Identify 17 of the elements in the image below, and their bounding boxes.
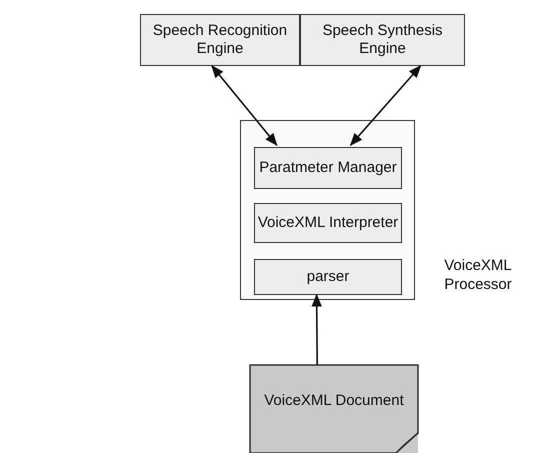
node-label: VoiceXML Document xyxy=(264,392,404,410)
process-box xyxy=(300,14,465,66)
arrow xyxy=(350,65,422,146)
node-label: Paratmeter Manager xyxy=(259,159,397,177)
process-box xyxy=(140,14,300,66)
process-box xyxy=(254,147,402,189)
arrow xyxy=(211,65,278,146)
process-box xyxy=(254,203,402,243)
node-label: VoiceXML Interpreter xyxy=(258,214,398,232)
arrow xyxy=(312,294,322,365)
node-label: parser xyxy=(306,268,350,286)
document-shape xyxy=(250,365,418,453)
node-caption: VoiceXML Processor xyxy=(443,256,513,294)
node-label: Speech Synthesis Engine xyxy=(321,22,444,58)
container-box xyxy=(240,120,415,300)
node-label: Speech Recognition Engine xyxy=(152,22,288,58)
process-box xyxy=(254,259,402,295)
